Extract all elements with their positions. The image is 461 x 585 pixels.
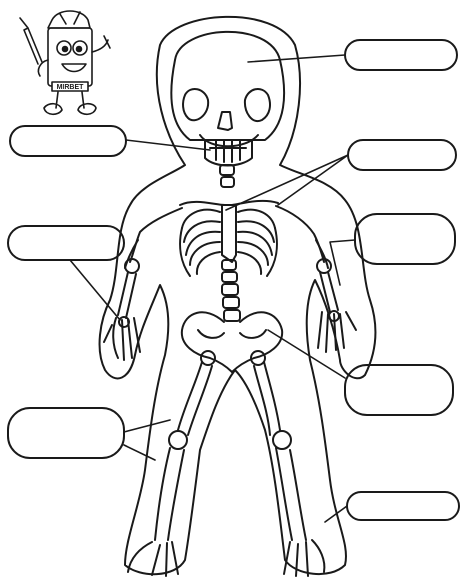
arm-label-box[interactable] — [355, 214, 455, 264]
mascot-badge-text: MIRBET — [57, 84, 85, 91]
pencil-mascot-icon — [20, 11, 110, 114]
hand-label-box[interactable] — [8, 226, 124, 260]
left-arm — [118, 208, 182, 318]
jaw-label-box[interactable] — [10, 126, 126, 156]
leg-label-box[interactable] — [8, 408, 124, 458]
foot-label-box[interactable] — [347, 492, 459, 520]
right-leg — [254, 362, 324, 576]
ribs-label-box[interactable] — [348, 140, 456, 170]
left-leg — [128, 362, 212, 576]
skull — [171, 32, 284, 166]
ribcage — [180, 205, 277, 276]
skull-label-box[interactable] — [345, 40, 457, 70]
pelvis-label-box[interactable] — [345, 365, 453, 415]
right-arm — [276, 206, 338, 312]
